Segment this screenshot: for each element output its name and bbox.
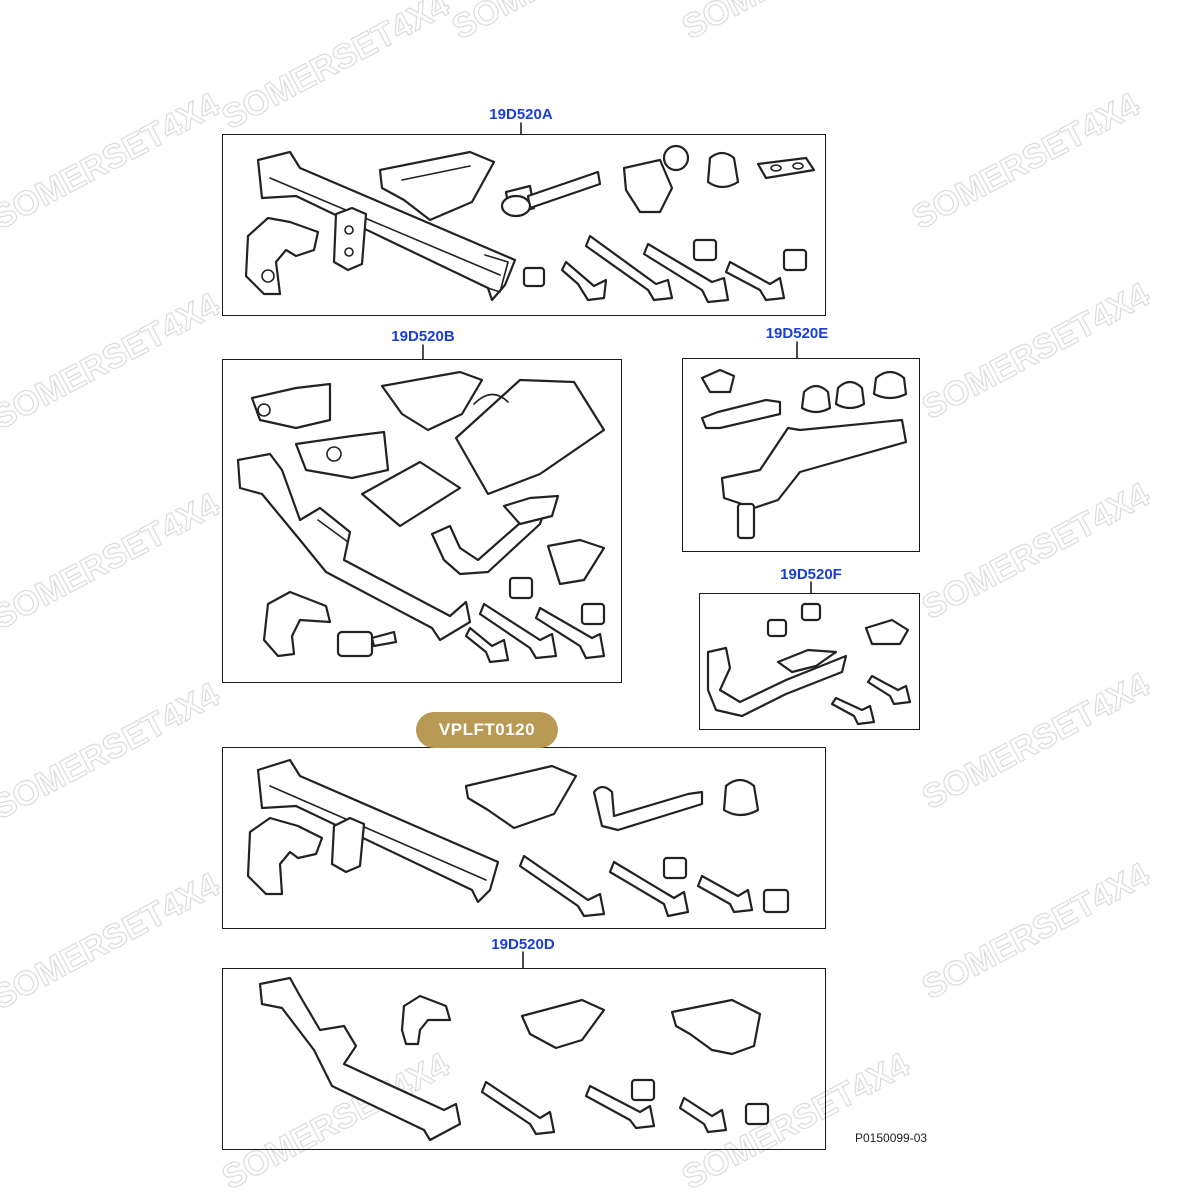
parts-vplft0120 (246, 758, 790, 918)
spacer-plate-a (756, 156, 816, 180)
tow-ball-stem-a (500, 170, 602, 218)
parts-f (706, 602, 912, 726)
frame-19d520f (699, 593, 920, 730)
label-vplft0120-highlighted[interactable]: VPLFT0120 (416, 712, 558, 748)
parts-e (700, 368, 908, 540)
wiring-bag-b (454, 378, 606, 496)
label-19d520d[interactable]: 19D520D (491, 936, 555, 953)
ball-cover-a (706, 151, 740, 189)
frame-19d520a (222, 134, 826, 316)
swan-neck-ball-b (430, 494, 560, 576)
brackets-b (250, 370, 484, 480)
bolts-nuts-b (464, 576, 606, 664)
label-19d520e[interactable]: 19D520E (765, 325, 829, 342)
frame-19d520e (682, 358, 920, 552)
mounting-plate-a (378, 150, 496, 222)
side-bracket-a (244, 216, 320, 296)
crossmember-b (236, 452, 472, 642)
frame-19d520b (222, 359, 622, 683)
key-b (336, 630, 398, 658)
frame-19d520d (222, 968, 826, 1150)
side-bracket-b (262, 590, 332, 658)
parts-d (258, 976, 770, 1142)
tow-ball-a (622, 144, 690, 214)
drop-link-a (332, 206, 368, 272)
figure-reference: P0150099-03 (855, 1131, 928, 1145)
tow-bar-crossmember-a (256, 150, 517, 302)
label-19d520f[interactable]: 19D520F (780, 566, 842, 583)
socket-b (546, 538, 606, 586)
instruction-sheet-b (360, 460, 462, 528)
label-19d520a[interactable]: 19D520A (489, 106, 553, 123)
label-19d520b[interactable]: 19D520B (391, 328, 455, 345)
bolts-nuts-a (522, 234, 808, 304)
